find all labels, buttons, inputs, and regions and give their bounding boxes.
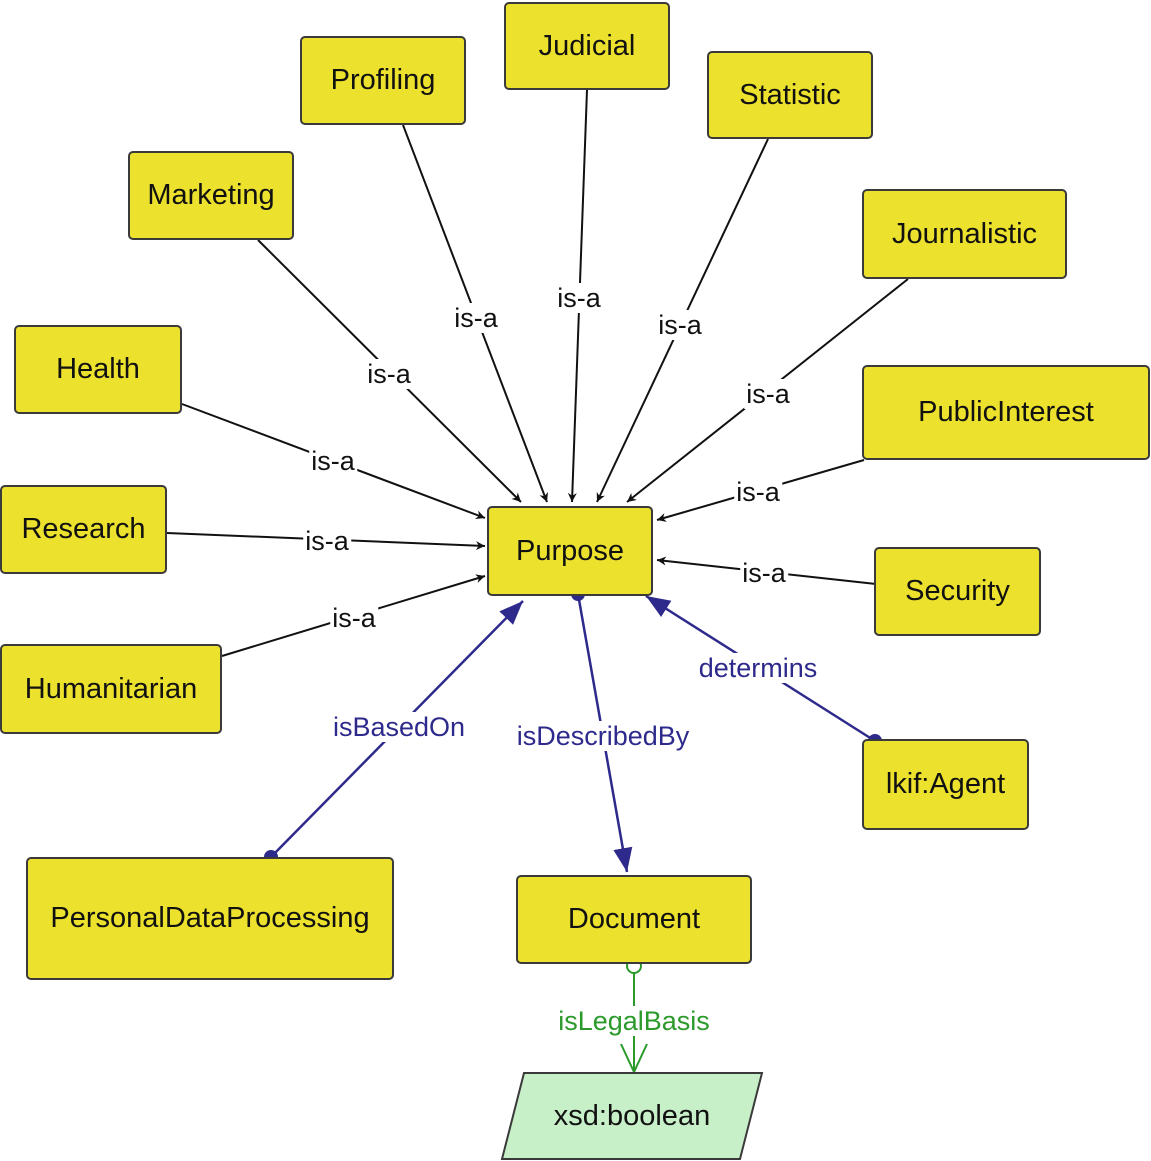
class-personal-data-processing[interactable]: PersonalDataProcessing	[26, 857, 394, 980]
class-judicial[interactable]: Judicial	[504, 2, 670, 90]
class-profiling[interactable]: Profiling	[300, 36, 466, 125]
class-health[interactable]: Health	[14, 325, 182, 414]
edge-label-is-based-on: isBasedOn	[330, 712, 468, 742]
class-research[interactable]: Research	[0, 485, 167, 574]
edge-label-is-legal-basis: isLegalBasis	[556, 1006, 712, 1036]
edge-label-statistic: is-a	[656, 310, 704, 340]
edge-label-security: is-a	[740, 558, 788, 588]
edge-label-health: is-a	[309, 446, 357, 476]
edge-label-research: is-a	[303, 526, 351, 556]
class-public-interest[interactable]: PublicInterest	[862, 365, 1150, 460]
edge-label-humanitarian: is-a	[330, 603, 378, 633]
class-security[interactable]: Security	[874, 547, 1041, 636]
edge-label-journalistic: is-a	[744, 379, 792, 409]
class-statistic[interactable]: Statistic	[707, 51, 873, 139]
datatype-xsd-boolean[interactable]: xsd:boolean	[553, 1099, 711, 1132]
class-purpose[interactable]: Purpose	[487, 506, 653, 596]
edge-label-determins: determins	[696, 653, 820, 683]
class-marketing[interactable]: Marketing	[128, 151, 294, 240]
edge-label-is-described-by: isDescribedBy	[514, 721, 692, 751]
edge-label-judicial: is-a	[555, 283, 603, 313]
edge-label-profiling: is-a	[452, 303, 500, 333]
edge-is-legal-basis-arrow	[620, 1043, 648, 1075]
class-document[interactable]: Document	[516, 875, 752, 964]
class-humanitarian[interactable]: Humanitarian	[0, 644, 222, 734]
edge-label-marketing: is-a	[365, 359, 413, 389]
class-lkif-agent[interactable]: lkif:Agent	[862, 739, 1029, 830]
class-journalistic[interactable]: Journalistic	[862, 189, 1067, 279]
edge-label-public-interest: is-a	[734, 477, 782, 507]
datatype-xsd-boolean-shape[interactable]	[500, 1072, 764, 1160]
